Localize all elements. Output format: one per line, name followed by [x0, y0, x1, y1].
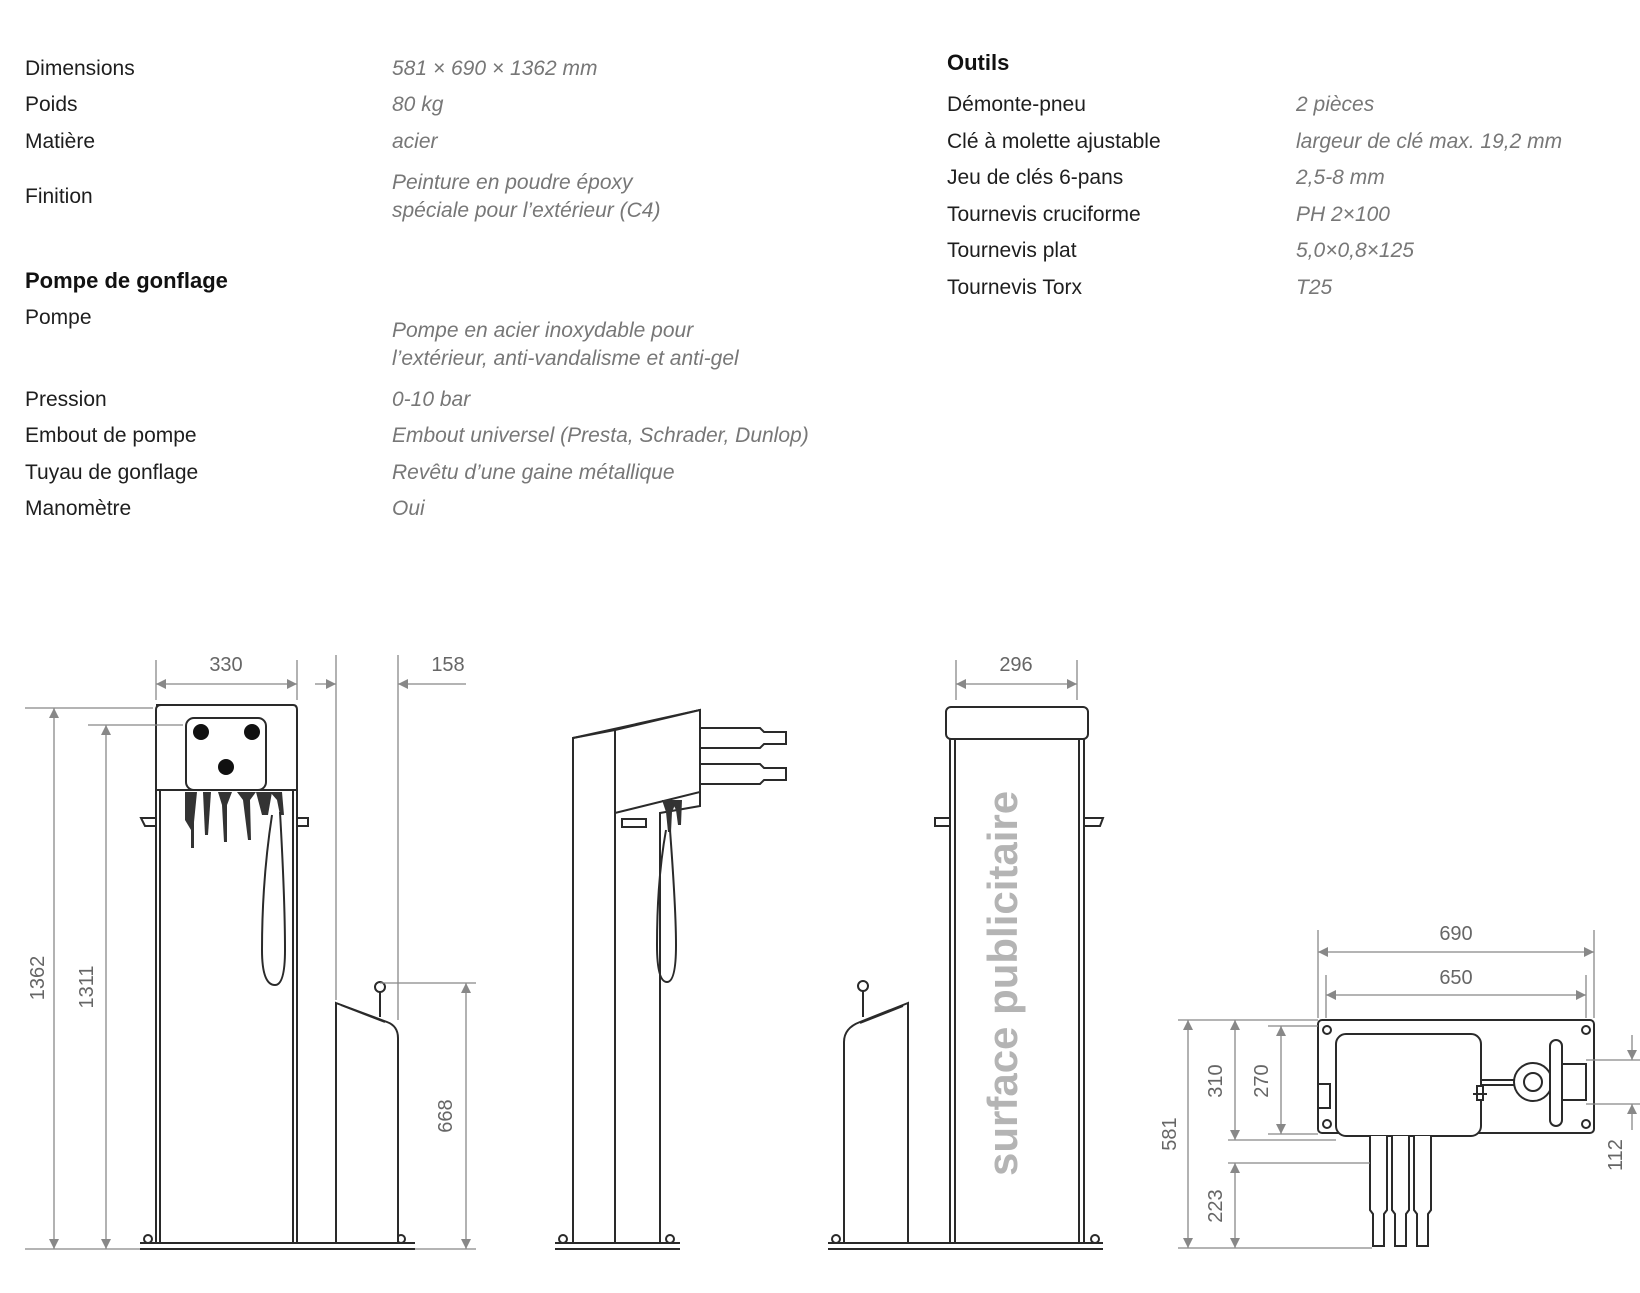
top-view: 690 650 581 310 270 223 112	[1159, 923, 1640, 1249]
spec-label-dimensions: Dimensions	[25, 57, 135, 80]
pump-value-nozzle: Embout universel (Presta, Schrader, Dunl…	[392, 424, 809, 447]
dim-top-223: 223	[1205, 1189, 1227, 1222]
tool-label-wrench: Clé à molette ajustable	[947, 130, 1161, 153]
dim-top-width: 690	[1439, 923, 1472, 945]
spec-value-dimensions: 581 × 690 × 1362 mm	[392, 57, 598, 80]
front-view: 330 158 1362 1311 668	[25, 654, 476, 1250]
pump-label-hose: Tuyau de gonflage	[25, 461, 199, 484]
spec-label-material: Matière	[25, 130, 96, 153]
tool-value-phillips: PH 2×100	[1296, 203, 1390, 226]
spec-value-weight: 80 kg	[392, 93, 444, 116]
spec-label-finish: Finition	[25, 185, 93, 208]
dim-top-112: 112	[1605, 1139, 1627, 1171]
dim-side-width: 296	[999, 654, 1032, 676]
dim-top-inner-width: 650	[1439, 967, 1472, 989]
pump-value-hose: Revêtu d’une gaine métallique	[392, 461, 675, 484]
pump-section-title: Pompe de gonflage	[25, 268, 228, 293]
tool-value-flat: 5,0×0,8×125	[1296, 239, 1414, 262]
tool-value-tire-lever: 2 pièces	[1296, 93, 1375, 116]
dim-pump-height: 668	[435, 1099, 457, 1132]
tool-label-flat: Tournevis plat	[947, 239, 1077, 262]
tool-value-torx: T25	[1296, 276, 1333, 299]
dim-top-270: 270	[1251, 1064, 1273, 1097]
dim-front-width: 330	[209, 654, 242, 676]
pump-value-pressure: 0-10 bar	[392, 388, 471, 411]
dim-front-offset: 158	[431, 654, 464, 676]
pump-value-gauge: Oui	[392, 497, 425, 520]
pump-label-pressure: Pression	[25, 388, 107, 411]
tool-label-phillips: Tournevis cruciforme	[947, 203, 1141, 226]
spec-value-finish: Peinture en poudre époxy spéciale pour l…	[392, 171, 661, 222]
tool-label-torx: Tournevis Torx	[947, 276, 1083, 299]
dim-top-310: 310	[1205, 1064, 1227, 1097]
dim-front-height: 1362	[27, 956, 49, 1001]
spec-label-weight: Poids	[25, 93, 78, 116]
profile-view	[555, 708, 787, 1250]
tool-label-hex-keys: Jeu de clés 6-pans	[947, 166, 1124, 189]
spec-value-material: acier	[392, 130, 438, 153]
ad-surface-view: surface publicitaire 296	[828, 654, 1105, 1250]
tool-label-tire-lever: Démonte-pneu	[947, 93, 1086, 116]
pump-label-nozzle: Embout de pompe	[25, 424, 197, 447]
tool-value-wrench: largeur de clé max. 19,2 mm	[1296, 130, 1563, 153]
tools-section-title: Outils	[947, 50, 1010, 75]
pump-label-gauge: Manomètre	[25, 497, 132, 520]
dim-front-inner-height: 1311	[76, 965, 98, 1008]
pump-label-pump: Pompe	[25, 306, 92, 329]
ad-surface-label: surface publicitaire	[979, 791, 1026, 1176]
dim-top-depth: 581	[1159, 1117, 1181, 1150]
pump-value-pump: Pompe en acier inoxydable pour l’extérie…	[392, 319, 739, 370]
tool-value-hex-keys: 2,5-8 mm	[1296, 166, 1385, 189]
